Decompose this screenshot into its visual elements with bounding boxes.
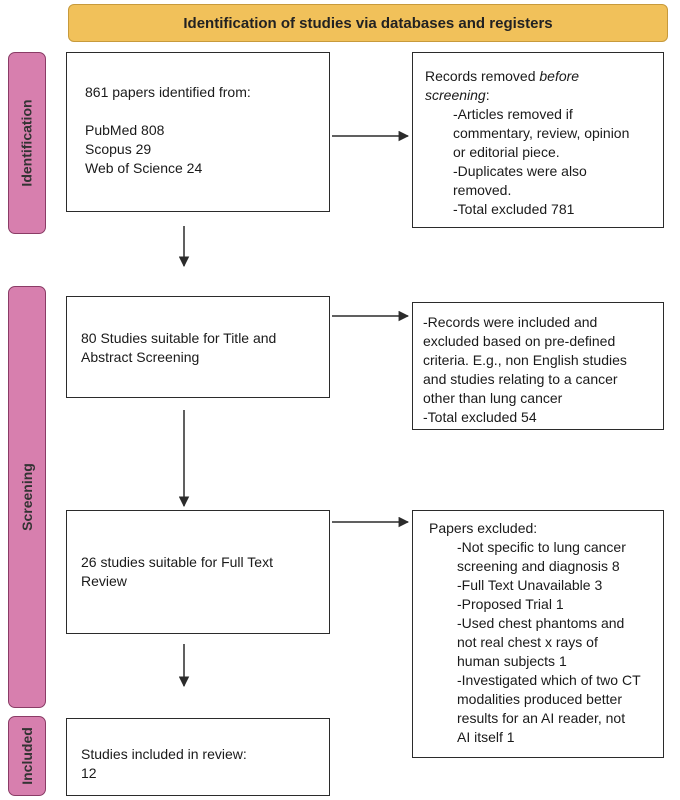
papers-excluded-item: human subjects 1 — [457, 653, 567, 669]
removed-item: commentary, review, opinion — [453, 125, 630, 141]
phase-identification: Identification — [8, 52, 46, 234]
removed-before-screening-box: Records removed before screening: -Artic… — [412, 52, 664, 228]
papers-excluded-title: Papers excluded: — [429, 520, 538, 536]
papers-excluded-item: -Investigated which of two CT — [457, 672, 641, 688]
criteria-line: -Total excluded 54 — [423, 409, 537, 425]
identified-title: 861 papers identified from: — [85, 84, 251, 100]
header-title: Identification of studies via databases … — [183, 14, 553, 32]
included-line: 12 — [81, 765, 97, 781]
full-text-line: Review — [81, 573, 127, 589]
source-wos: Web of Science 24 — [85, 160, 203, 176]
papers-excluded-item: not real chest x rays of — [457, 634, 598, 650]
criteria-line: -Records were included and — [423, 314, 598, 330]
full-text-line: 26 studies suitable for Full Text — [81, 554, 273, 570]
removed-item: -Articles removed if — [453, 106, 573, 122]
diagram-header: Identification of studies via databases … — [68, 4, 668, 42]
removed-intro: Records removed before — [425, 68, 580, 84]
title-abstract-box: 80 Studies suitable for Title and Abstra… — [66, 296, 330, 398]
phase-included: Included — [8, 716, 46, 796]
papers-excluded-item: screening and diagnosis 8 — [457, 558, 620, 574]
criteria-line: criteria. E.g., non English studies — [423, 352, 627, 368]
title-abstract-line: 80 Studies suitable for Title and — [81, 330, 277, 346]
papers-excluded-item: modalities produced better — [457, 691, 622, 707]
papers-excluded-item: -Full Text Unavailable 3 — [457, 577, 603, 593]
papers-excluded-item: -Proposed Trial 1 — [457, 596, 564, 612]
removed-item: -Duplicates were also — [453, 163, 587, 179]
papers-excluded-box: Papers excluded: -Not specific to lung c… — [412, 510, 664, 758]
papers-excluded-item: -Not specific to lung cancer — [457, 539, 626, 555]
identified-box: 861 papers identified from: PubMed 808 S… — [66, 52, 330, 212]
criteria-line: and studies relating to a cancer — [423, 371, 618, 387]
criteria-line: excluded based on pre-defined — [423, 333, 616, 349]
source-pubmed: PubMed 808 — [85, 122, 165, 138]
criteria-excluded-box: -Records were included and excluded base… — [412, 302, 664, 430]
removed-item: removed. — [453, 182, 512, 198]
criteria-line: other than lung cancer — [423, 390, 563, 406]
papers-excluded-item: results for an AI reader, not — [457, 710, 626, 726]
included-box: Studies included in review: 12 — [66, 718, 330, 796]
papers-excluded-item: AI itself 1 — [457, 729, 515, 745]
removed-intro-2: screening: — [425, 87, 490, 103]
source-scopus: Scopus 29 — [85, 141, 152, 157]
phase-screening: Screening — [8, 286, 46, 708]
title-abstract-line: Abstract Screening — [81, 349, 200, 365]
papers-excluded-item: -Used chest phantoms and — [457, 615, 625, 631]
full-text-box: 26 studies suitable for Full Text Review — [66, 510, 330, 634]
included-line: Studies included in review: — [81, 746, 247, 762]
removed-item: -Total excluded 781 — [453, 201, 575, 217]
removed-item: or editorial piece. — [453, 144, 560, 160]
